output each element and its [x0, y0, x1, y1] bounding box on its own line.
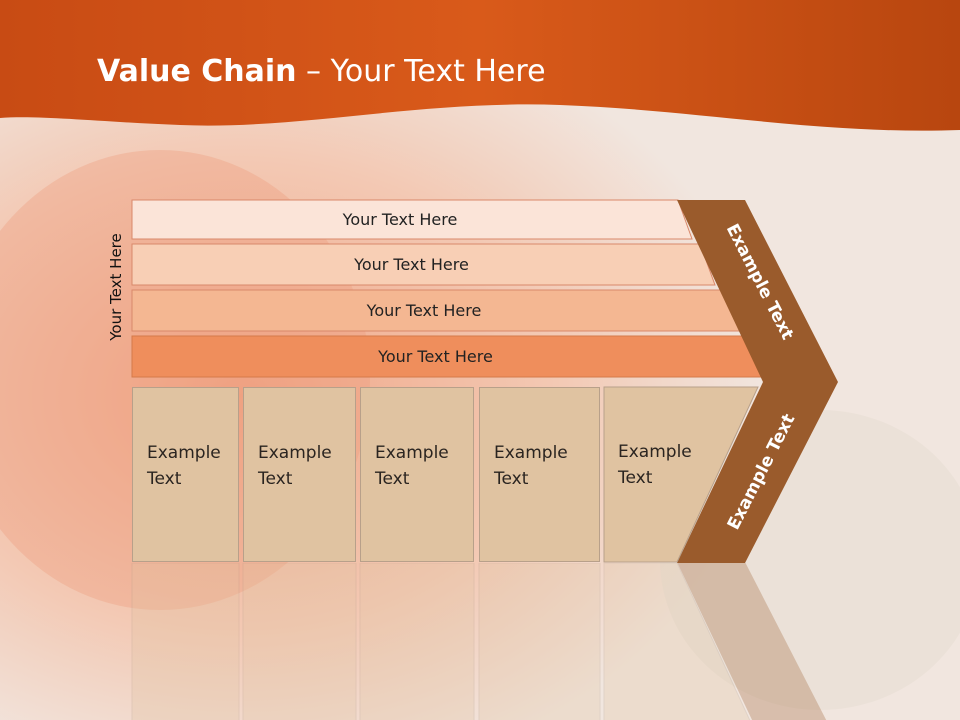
row-shape-2: [131, 243, 716, 286]
box-2-line2: Text: [258, 469, 293, 489]
row-1: Your Text Here: [132, 200, 692, 239]
box-5-line1: Example: [618, 442, 692, 462]
row-1-label: Your Text Here: [342, 210, 458, 229]
box-4-line2: Text: [494, 469, 529, 489]
box-shape-5: [603, 386, 759, 563]
title-rest: – Your Text Here: [296, 54, 546, 89]
box-5-line2: Text: [618, 468, 653, 488]
slide-title: Value Chain – Your Text Here: [97, 54, 546, 89]
box-1-line1: Example: [147, 443, 221, 463]
row-4: Your Text Here: [132, 336, 763, 377]
box-1-line2: Text: [147, 469, 182, 489]
row-2-label: Your Text Here: [354, 255, 469, 274]
row-3: Your Text Here: [132, 290, 740, 331]
row-shape-1: [131, 199, 693, 240]
chevron-shape: [677, 200, 838, 563]
box-3-line2: Text: [375, 469, 410, 489]
title-bold: Value Chain: [97, 54, 297, 89]
row-3-label: Your Text Here: [366, 301, 482, 320]
box-3-line1: Example: [375, 443, 449, 463]
box-4-line1: Example: [494, 443, 568, 463]
row-2: Your Text Here: [132, 244, 715, 285]
box-2-line1: Example: [258, 443, 332, 463]
row-4-label: Your Text Here: [378, 347, 493, 366]
